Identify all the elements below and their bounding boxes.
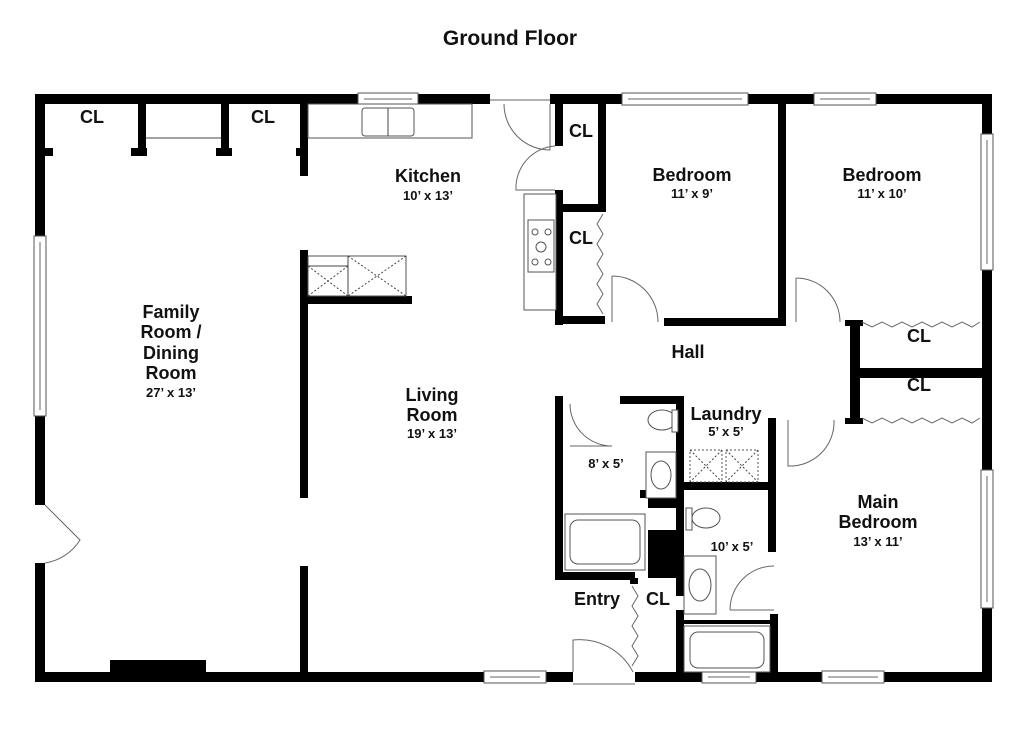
room-labels: Family Room / Dining Room 27’ x 13’ Kitc… bbox=[141, 165, 922, 609]
exterior-doors bbox=[33, 92, 635, 685]
interior-doors bbox=[515, 145, 841, 611]
kitchen-dims: 10’ x 13’ bbox=[403, 188, 453, 203]
living-room-label-1: Living bbox=[406, 385, 459, 405]
bedroom-2-dims: 11’ x 10’ bbox=[857, 186, 906, 201]
closet-label: CL bbox=[907, 375, 931, 395]
closet-label: CL bbox=[907, 326, 931, 346]
closet-labels: CL CL CL CL CL CL CL bbox=[80, 107, 931, 609]
bedroom-2-label: Bedroom bbox=[842, 165, 921, 185]
family-room-label-1: Family bbox=[142, 302, 199, 322]
family-room-label-3: Dining bbox=[143, 343, 199, 363]
laundry-dims: 5’ x 5’ bbox=[708, 424, 743, 439]
closet-label: CL bbox=[569, 228, 593, 248]
closet-label: CL bbox=[646, 589, 670, 609]
bath-1-dims: 8’ x 5’ bbox=[588, 456, 623, 471]
main-bedroom-label-1: Main bbox=[857, 492, 898, 512]
hall-label: Hall bbox=[671, 342, 704, 362]
bedroom-1-label: Bedroom bbox=[652, 165, 731, 185]
living-room-label-2: Room bbox=[407, 405, 458, 425]
closet-label: CL bbox=[251, 107, 275, 127]
fixtures bbox=[307, 103, 771, 673]
family-room-label-2: Room / bbox=[141, 322, 202, 342]
closet-label: CL bbox=[80, 107, 104, 127]
bedroom-1-dims: 11’ x 9’ bbox=[671, 186, 713, 201]
family-room-dims: 27’ x 13’ bbox=[146, 385, 196, 400]
main-bedroom-dims: 13’ x 11’ bbox=[853, 534, 902, 549]
bifold-doors bbox=[596, 213, 981, 667]
family-room-label-4: Room bbox=[146, 363, 197, 383]
entry-label: Entry bbox=[574, 589, 620, 609]
plan-title: Ground Floor bbox=[443, 27, 577, 50]
laundry-label: Laundry bbox=[690, 404, 761, 424]
closet-label: CL bbox=[569, 121, 593, 141]
main-bedroom-label-2: Bedroom bbox=[838, 512, 917, 532]
kitchen-label: Kitchen bbox=[395, 166, 461, 186]
windows bbox=[33, 92, 994, 684]
bath-2-dims: 10’ x 5’ bbox=[711, 539, 754, 554]
interior-walls bbox=[45, 104, 982, 676]
living-room-dims: 19’ x 13’ bbox=[407, 426, 457, 441]
